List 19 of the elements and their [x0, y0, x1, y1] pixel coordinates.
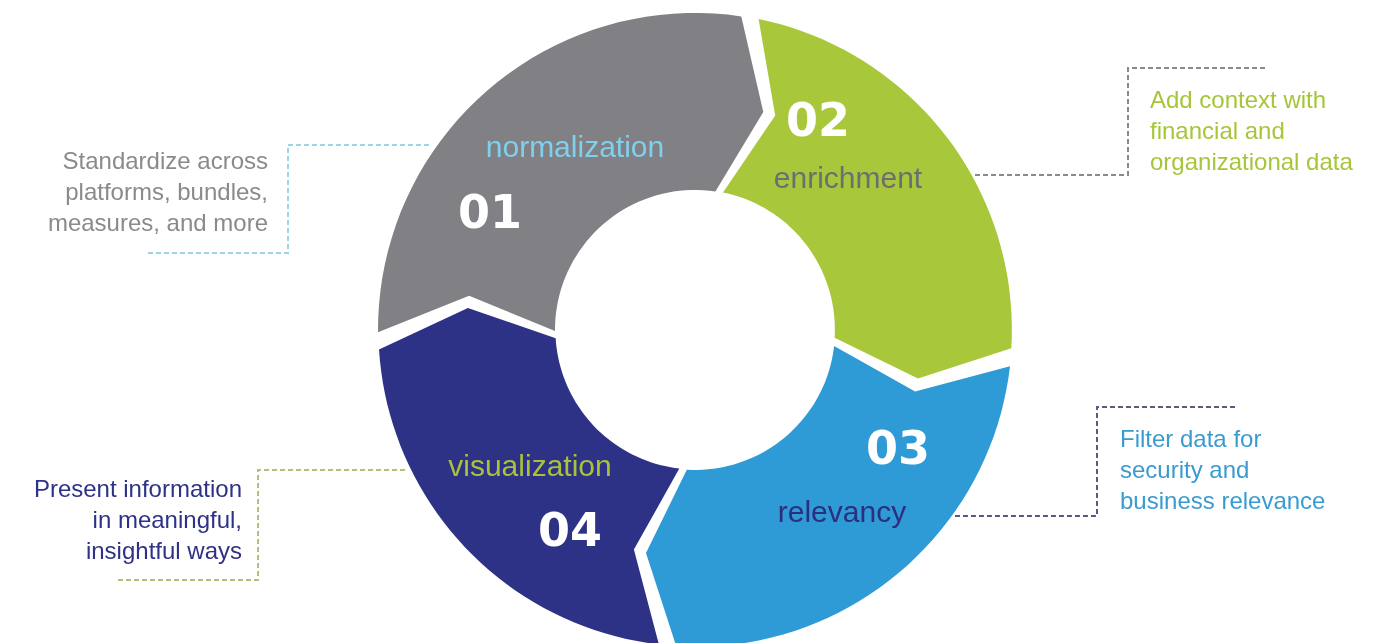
- step-number: 01: [458, 189, 522, 235]
- step-label: visualization: [448, 451, 612, 481]
- leader-line: [954, 406, 1236, 517]
- description-text: Standardize across platforms, bundles, measures, and more: [10, 145, 268, 238]
- cycle-arrow-segment: [378, 308, 679, 643]
- step-number: 04: [538, 507, 602, 553]
- step-number: 02: [786, 97, 850, 143]
- leader-line: [117, 469, 406, 581]
- cycle-arrow-segment: [378, 13, 764, 333]
- leader-line: [974, 67, 1266, 176]
- step-label: enrichment: [773, 163, 923, 193]
- description-text: Present information in meaningful, insightful ways: [10, 473, 242, 566]
- description-text: Filter data for security and business relevance: [1120, 423, 1346, 516]
- cycle-arrow-segment: [723, 19, 1012, 380]
- step-label: relevancy: [777, 497, 907, 527]
- step-number: 03: [866, 425, 930, 471]
- description-text: Add context with financial and organizational data: [1150, 84, 1375, 177]
- step-label: normalization: [485, 132, 665, 162]
- cycle-arrow-segment: [645, 346, 1010, 643]
